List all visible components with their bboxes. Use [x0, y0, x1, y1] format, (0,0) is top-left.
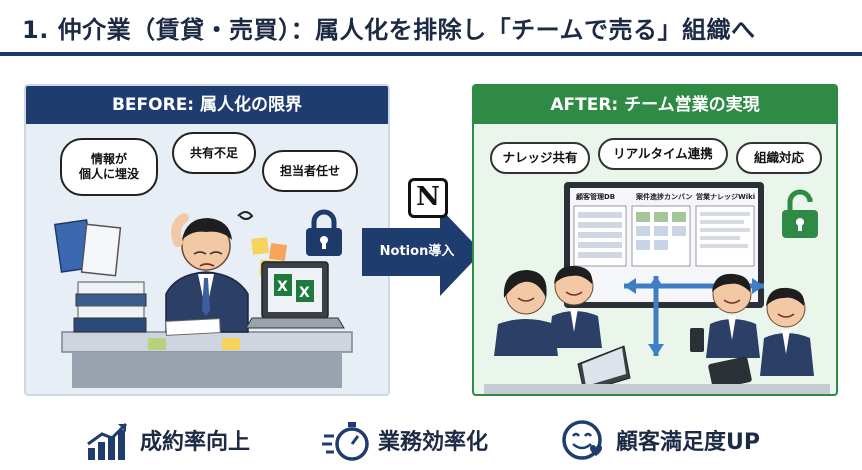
after-header: AFTER: チーム営業の実現 [474, 86, 836, 124]
tab-customer-db: 顧客管理DB [576, 193, 616, 201]
pill-knowledge-sharing: ナレッジ共有 [490, 142, 590, 174]
screen-widgets [573, 205, 755, 267]
footer-item-contract-rate: 成約率向上 [84, 418, 250, 462]
unlock-icon [782, 189, 818, 238]
team-collaboration-illustration [484, 265, 830, 394]
bubble-left-to-agent: 担当者任せ [262, 150, 358, 192]
bubble-lack-sharing-text: 共有不足 [189, 145, 238, 160]
bubble-lack-sharing: 共有不足 [172, 132, 256, 174]
before-panel: BEFORE: 属人化の限界 情報が個人に埋没 共有不足 担当者任せ [24, 84, 390, 396]
pill-realtime-collab: リアルタイム連携 [598, 138, 728, 170]
notion-logo-icon: N [408, 178, 448, 218]
notion-intro-label: Notion導入 [379, 244, 455, 259]
svg-text:X: X [299, 285, 310, 301]
tab-sales-wiki: 営業ナレッジWiki [696, 193, 756, 201]
page-title: 1. 仲介業（賃貸・売買）：属人化を排除し「チームで売る」組織へ [22, 16, 756, 44]
growth-chart-icon [87, 422, 128, 460]
lock-icon [306, 209, 342, 256]
after-panel: AFTER: チーム営業の実現 ナレッジ共有 リアルタイム連携 組織対応 顧客管… [472, 84, 838, 396]
footer-label-contract-rate: 成約率向上 [140, 430, 251, 455]
tab-deal-kanban: 案件進捗カンバン [636, 193, 693, 201]
footer-item-satisfaction: 顧客満足度UP [560, 418, 760, 462]
stressed-worker-illustration: X X [53, 211, 353, 388]
bubble-info-buried-text: 情報が個人に埋没 [78, 152, 139, 181]
svg-text:X: X [277, 279, 288, 295]
bubble-info-buried: 情報が個人に埋没 [60, 138, 158, 196]
bubble-left-to-agent-text: 担当者任せ [279, 163, 340, 178]
footer-label-satisfaction: 顧客満足度UP [616, 430, 760, 455]
footer-item-efficiency: 業務効率化 [322, 418, 488, 462]
transition-arrow [362, 208, 482, 296]
title-underline [0, 52, 862, 56]
footer-label-efficiency: 業務効率化 [378, 430, 489, 455]
stopwatch-icon [322, 422, 369, 461]
pill-org-response: 組織対応 [736, 142, 822, 174]
title-bar: 1. 仲介業（賃貸・売買）：属人化を排除し「チームで売る」組織へ [0, 0, 862, 56]
smile-heart-icon [562, 420, 602, 460]
before-header: BEFORE: 属人化の限界 [26, 86, 388, 124]
